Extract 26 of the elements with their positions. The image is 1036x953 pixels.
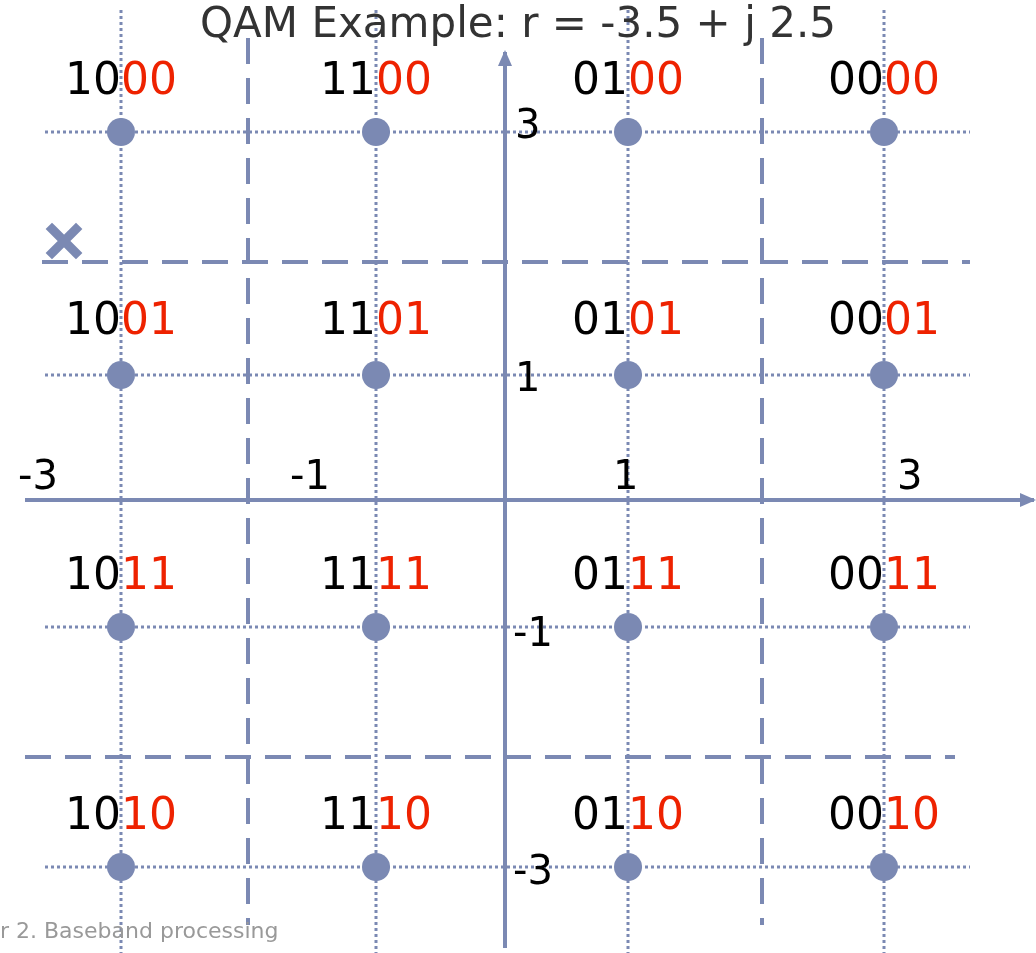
- bit-label: 1100: [320, 57, 432, 101]
- bit-label: 1111: [320, 552, 432, 596]
- footer-text: r 2. Baseband processing: [0, 920, 279, 942]
- tick-label: 3: [515, 104, 541, 144]
- tick-label: -3: [513, 850, 553, 890]
- bit-label: 0111: [572, 552, 684, 596]
- bit-label: 0001: [828, 297, 940, 341]
- bit-label: 0010: [828, 792, 940, 836]
- tick-label: 1: [613, 455, 639, 495]
- bit-label: 1010: [65, 792, 177, 836]
- bit-label: 0100: [572, 57, 684, 101]
- bit-label: 0101: [572, 297, 684, 341]
- bit-label: 1001: [65, 297, 177, 341]
- bit-label: 1101: [320, 297, 432, 341]
- tick-label: -1: [290, 455, 330, 495]
- tick-label: 3: [897, 455, 923, 495]
- tick-label: -3: [18, 455, 58, 495]
- bit-label: 0000: [828, 57, 940, 101]
- bit-label: 1000: [65, 57, 177, 101]
- tick-label: -1: [513, 612, 553, 652]
- bit-label: 1011: [65, 552, 177, 596]
- bit-label: 0110: [572, 792, 684, 836]
- bit-label: 0011: [828, 552, 940, 596]
- bit-label: 1110: [320, 792, 432, 836]
- title: QAM Example: r = -3.5 + j 2.5: [200, 2, 836, 44]
- tick-label: 1: [515, 357, 541, 397]
